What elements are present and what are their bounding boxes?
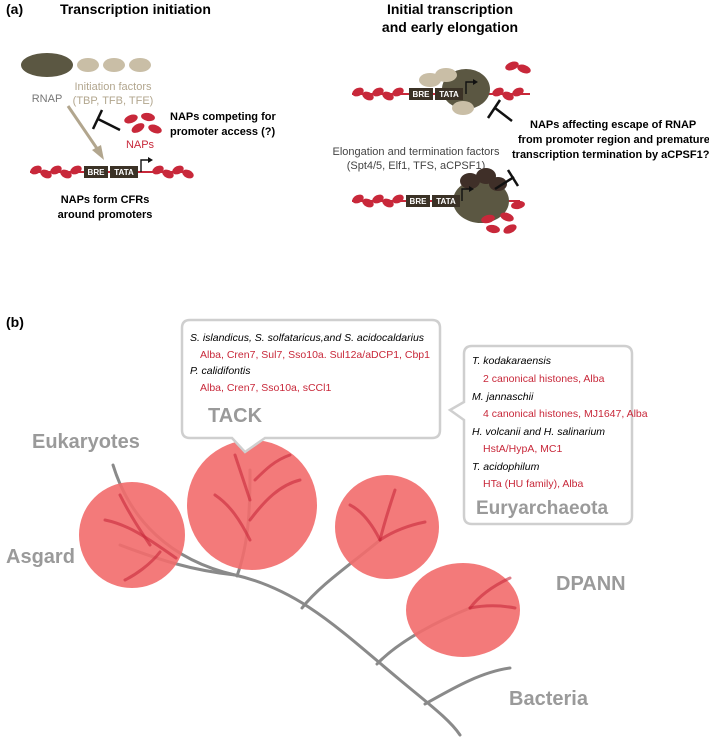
eukaryotes-label: Eukaryotes — [32, 431, 140, 453]
elong-factor-c — [489, 177, 507, 191]
asgard-label: Asgard — [6, 546, 75, 568]
nap-bead — [392, 87, 404, 97]
extra-naps-top — [505, 61, 531, 74]
nap-bead — [372, 194, 384, 204]
tack-naps-1: Alba, Cren7, Sul7, Sso10a. Sul12a/aDCP1,… — [200, 349, 430, 361]
nap-bead — [352, 87, 364, 97]
dna-1-beads — [30, 165, 194, 179]
bre-box-1 — [84, 166, 108, 178]
asgard-circle — [79, 482, 185, 588]
init-factors-label-2: (TBP, TFB, TFE) — [73, 95, 154, 107]
compete-label-2: promoter access (?) — [170, 126, 275, 138]
panel-a-title-left: Transcription initiation — [60, 1, 211, 17]
tack-species-1: S. islandicus, S. solfataricus,and S. ac… — [190, 332, 425, 344]
eury-naps-4: HTa (HU family), Alba — [483, 478, 584, 490]
inhibition-symbol-1 — [91, 109, 121, 132]
eury-title: Euryarchaeota — [476, 498, 608, 519]
dpann-circle — [406, 563, 520, 657]
elong-label-2: (Spt4/5, Elf1, TFS, aCPSF1) — [347, 160, 486, 172]
nap-bead — [382, 91, 394, 101]
nap-bead — [502, 91, 514, 101]
nap-bead — [182, 169, 194, 179]
tata-label-1: TATA — [114, 168, 134, 177]
elong-label-1: Elongation and termination factors — [333, 146, 500, 158]
rnap-label: RNAP — [32, 93, 63, 105]
initiation-factors-shapes — [77, 58, 151, 72]
bre-box-3 — [406, 195, 430, 207]
nap-bead — [172, 165, 184, 175]
inhibition-symbol-2 — [486, 99, 513, 122]
eury-species-3: H. volcanii and H. salinarium — [472, 426, 605, 438]
tack-circle — [335, 475, 439, 579]
tack-naps-2: Alba, Cren7, Sso10a, sCCl1 — [200, 382, 331, 394]
inhibition-symbol-3 — [494, 169, 520, 191]
naps-label: NAPs — [126, 139, 155, 151]
nap-bead — [60, 169, 72, 179]
bre-label-2: BRE — [413, 90, 431, 99]
nap-bead — [382, 198, 394, 208]
nap-bead — [352, 194, 364, 204]
tata-label-3: TATA — [436, 197, 456, 206]
eury-callout — [447, 344, 634, 526]
eury-species-2: M. jannaschii — [472, 391, 534, 403]
nap-bead — [30, 165, 42, 175]
eury-naps-2: 4 canonical histones, MJ1647, Alba — [483, 408, 648, 420]
eury-naps-1: 2 canonical histones, Alba — [483, 373, 605, 385]
tack-callout — [180, 318, 442, 454]
bacteria-label: Bacteria — [509, 688, 589, 710]
bre-label-3: BRE — [410, 197, 428, 206]
nap-bead — [40, 169, 52, 179]
nap-bead — [50, 165, 62, 175]
tack-species-2: P. calidifontis — [190, 365, 251, 377]
nap-bead — [372, 87, 384, 97]
tata-box-2 — [435, 88, 463, 100]
cfr-label-2: around promoters — [58, 209, 153, 221]
nap-bead — [492, 87, 504, 97]
eury-species-4: T. acidophilum — [472, 461, 540, 473]
panel-b-label: (b) — [6, 314, 24, 330]
dna-3-beads — [352, 194, 404, 208]
factor-1b — [435, 68, 457, 82]
tss-arrow-2 — [465, 79, 478, 94]
panel-a-title-right-2: and early elongation — [382, 19, 518, 35]
escape-label-1: NAPs affecting escape of RNAP — [530, 119, 696, 131]
recruit-arrow — [66, 105, 104, 160]
escape-label-2: from promoter region and premature — [518, 134, 709, 146]
bre-box-2 — [409, 88, 433, 100]
nap-bead — [152, 165, 164, 175]
eury-naps-3: HstA/HypA, MC1 — [483, 443, 563, 455]
circle-sub-branches — [103, 453, 517, 610]
factor-1c — [452, 101, 474, 115]
tss-arrow-1 — [140, 157, 153, 172]
nap-bead — [362, 91, 374, 101]
eury-species-1: T. kodakaraensis — [472, 355, 552, 367]
nap-bead — [362, 198, 374, 208]
tata-label-2: TATA — [439, 90, 459, 99]
init-factors-label-1: Initiation factors — [74, 81, 152, 93]
panel-a-label: (a) — [6, 1, 23, 17]
naps-cluster — [124, 112, 162, 134]
released-naps — [481, 200, 525, 234]
rnap-shape — [21, 53, 73, 77]
tack-title: TACK — [208, 405, 263, 427]
eukaryotes-circle — [187, 440, 317, 570]
compete-label-1: NAPs competing for — [170, 111, 276, 123]
dna-2-beads — [352, 87, 524, 101]
escape-label-3: transcription termination by aCPSF1? — [512, 149, 709, 161]
panel-a-title-right-1: Initial transcription — [387, 1, 513, 17]
nap-bead — [392, 194, 404, 204]
elong-factor-a — [460, 173, 480, 189]
tss-arrow-3 — [461, 186, 474, 201]
tata-box-1 — [110, 166, 138, 178]
dpann-label: DPANN — [556, 573, 626, 595]
nap-bead — [512, 87, 524, 97]
nap-bead — [162, 169, 174, 179]
bre-label-1: BRE — [88, 168, 106, 177]
cfr-label-1: NAPs form CFRs — [61, 194, 150, 206]
tata-box-3 — [432, 195, 460, 207]
nap-bead — [70, 165, 82, 175]
